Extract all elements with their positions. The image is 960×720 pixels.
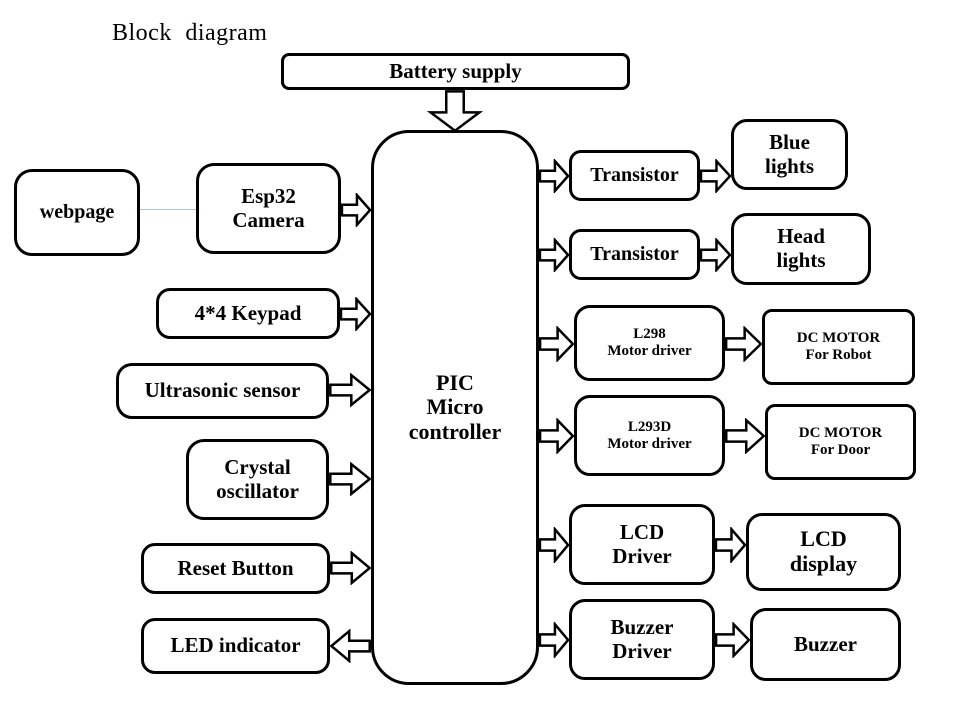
pic-label-line3: controller [408, 418, 502, 444]
box-blue-lights: Blue lights [731, 119, 848, 190]
box-ultrasonic-sensor: Ultrasonic sensor [116, 363, 329, 419]
transistor-1-label: Transistor [590, 164, 679, 187]
buzzer-label: Buzzer [794, 631, 857, 656]
head-lights-label-line1: Head [777, 224, 825, 249]
arrow-pic-to-buzzer-driver [539, 622, 569, 658]
box-crystal-oscillator: Crystal oscillator [186, 439, 329, 520]
arrow-pic-to-l293d [539, 418, 574, 454]
arrow-pic-to-led [330, 629, 371, 663]
box-keypad: 4*4 Keypad [156, 288, 340, 339]
arrow-ultrasonic-to-pic [329, 373, 371, 407]
dc-motor-door-label-line2: For Door [810, 442, 871, 458]
lcd-display-label-line1: LCD [800, 526, 847, 552]
blue-lights-label-line2: lights [764, 153, 814, 178]
box-lcd-display: LCD display [746, 513, 901, 591]
arrow-transistor-2-to-head-lights [700, 238, 731, 272]
arrow-pic-to-lcd-driver [539, 527, 569, 563]
box-esp32-camera: Esp32 Camera [196, 163, 341, 254]
arrow-buzzer-driver-to-buzzer [715, 622, 750, 658]
box-transistor-2: Transistor [569, 229, 700, 280]
buzzer-driver-label-line2: Driver [612, 638, 672, 663]
pic-label-line2: Micro [426, 394, 484, 420]
head-lights-label-line2: lights [776, 248, 826, 272]
box-dc-motor-door: DC MOTOR For Door [765, 404, 916, 480]
arrow-esp32-to-pic [341, 193, 371, 227]
arrow-pic-to-transistor-1 [539, 159, 569, 193]
dc-motor-robot-label-line1: DC MOTOR [796, 330, 881, 347]
esp32-label-line1: Esp32 [241, 183, 296, 208]
dc-motor-robot-label-line2: For Robot [805, 347, 872, 363]
arrow-transistor-1-to-blue-lights [700, 159, 731, 193]
ultrasonic-label: Ultrasonic sensor [144, 378, 301, 403]
arrow-l293d-to-dc-motor-door [725, 418, 765, 454]
box-reset-button: Reset Button [141, 543, 330, 594]
box-lcd-driver: LCD Driver [569, 504, 715, 585]
lcd-display-label-line2: display [789, 551, 858, 576]
led-indicator-label: LED indicator [170, 633, 301, 658]
box-buzzer: Buzzer [750, 608, 901, 681]
l298-label-line1: L298 [633, 326, 666, 343]
arrow-l298-to-dc-motor-robot [725, 326, 762, 362]
arrow-reset-to-pic [330, 551, 371, 585]
l293d-label-line1: L293D [627, 418, 672, 435]
diagram-title: Block diagram [112, 20, 268, 46]
keypad-label: 4*4 Keypad [194, 300, 302, 325]
box-led-indicator: LED indicator [141, 618, 330, 674]
arrow-battery-to-pic [427, 90, 483, 132]
box-buzzer-driver: Buzzer Driver [569, 599, 715, 680]
buzzer-driver-label-line1: Buzzer [610, 614, 674, 639]
dc-motor-door-label-line1: DC MOTOR [798, 425, 883, 442]
box-l298-motor-driver: L298 Motor driver [574, 305, 725, 381]
arrow-pic-to-transistor-2 [539, 238, 569, 272]
box-battery-supply: Battery supply [281, 53, 630, 90]
arrow-pic-to-l298 [539, 326, 574, 362]
lcd-driver-label-line2: Driver [612, 543, 672, 568]
box-dc-motor-robot: DC MOTOR For Robot [762, 309, 915, 385]
pic-label-line1: PIC [436, 369, 474, 395]
reset-button-label: Reset Button [177, 555, 294, 580]
transistor-2-label: Transistor [590, 243, 679, 266]
esp32-label-line2: Camera [232, 207, 305, 232]
crystal-label-line1: Crystal [224, 454, 291, 479]
arrow-crystal-to-pic [329, 462, 371, 496]
lcd-driver-label-line1: LCD [619, 519, 665, 544]
battery-supply-label: Battery supply [389, 58, 522, 83]
l293d-label-line2: Motor driver [607, 435, 692, 452]
crystal-label-line2: oscillator [216, 478, 299, 503]
box-webpage: webpage [14, 169, 140, 256]
webpage-label: webpage [39, 201, 115, 224]
blue-lights-label-line1: Blue [769, 129, 810, 154]
box-head-lights: Head lights [731, 213, 871, 285]
box-pic-microcontroller: PIC Micro controller [371, 130, 539, 685]
box-l293d-motor-driver: L293D Motor driver [574, 395, 725, 476]
arrow-lcd-driver-to-lcd-display [715, 527, 746, 563]
l298-label-line2: Motor driver [607, 343, 692, 359]
arrow-keypad-to-pic [340, 297, 371, 331]
connector-webpage-to-esp32 [140, 209, 196, 210]
box-transistor-1: Transistor [569, 150, 700, 201]
